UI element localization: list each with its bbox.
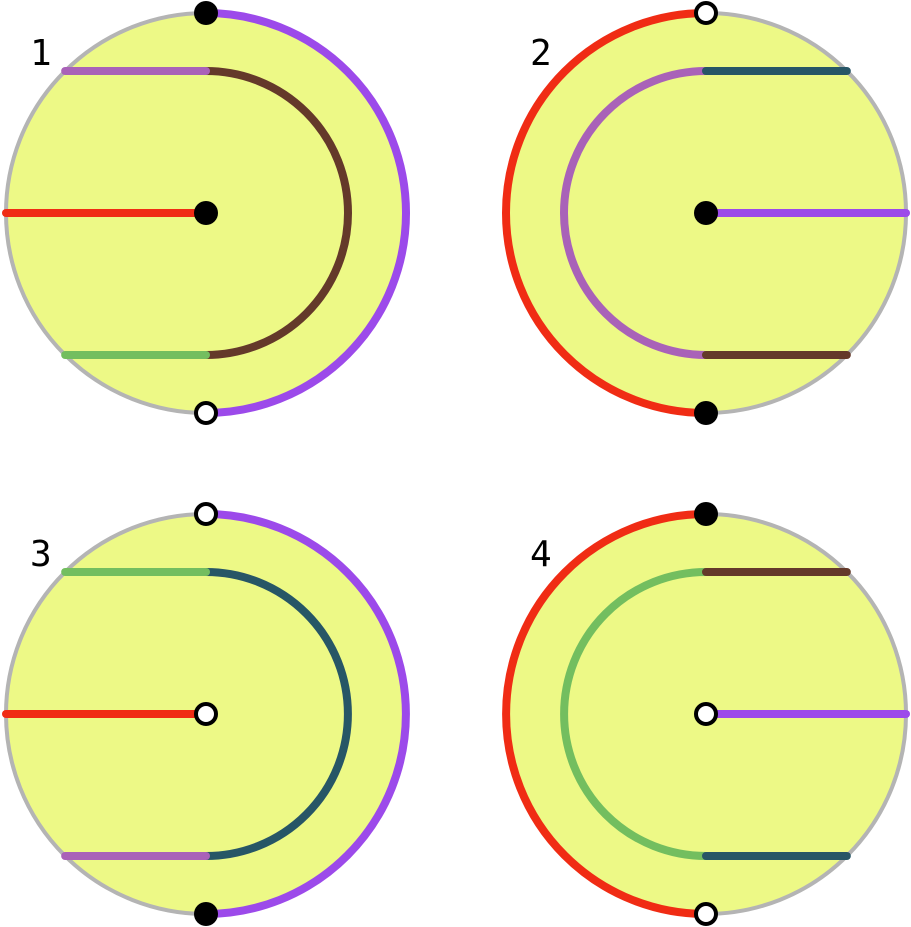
center-hollow-marker <box>194 702 218 726</box>
center-filled-marker <box>194 201 218 225</box>
outer-arc <box>502 510 707 918</box>
inner-arc <box>560 67 710 359</box>
center-filled-marker <box>694 201 718 225</box>
panel-label: 1 <box>30 33 52 74</box>
panel-label: 2 <box>530 33 552 74</box>
panel-label: 4 <box>530 534 552 575</box>
panel-3: 3 <box>2 502 410 926</box>
center-hollow-marker <box>694 702 718 726</box>
panel-1: 1 <box>2 1 410 425</box>
inner-arc <box>202 67 352 359</box>
inner-arc <box>560 568 710 860</box>
top-filled-marker <box>194 1 218 25</box>
outer-arc <box>502 9 707 417</box>
outer-arc <box>205 510 410 918</box>
bottom-hollow-marker <box>194 401 218 425</box>
panel-4: 4 <box>502 502 910 926</box>
bottom-filled-marker <box>694 401 718 425</box>
top-hollow-marker <box>194 502 218 526</box>
bottom-filled-marker <box>194 902 218 926</box>
inner-arc <box>202 568 352 860</box>
outer-arc <box>205 9 410 417</box>
top-hollow-marker <box>694 1 718 25</box>
top-filled-marker <box>694 502 718 526</box>
panel-2: 2 <box>502 1 910 425</box>
bottom-hollow-marker <box>694 902 718 926</box>
panel-label: 3 <box>30 534 52 575</box>
